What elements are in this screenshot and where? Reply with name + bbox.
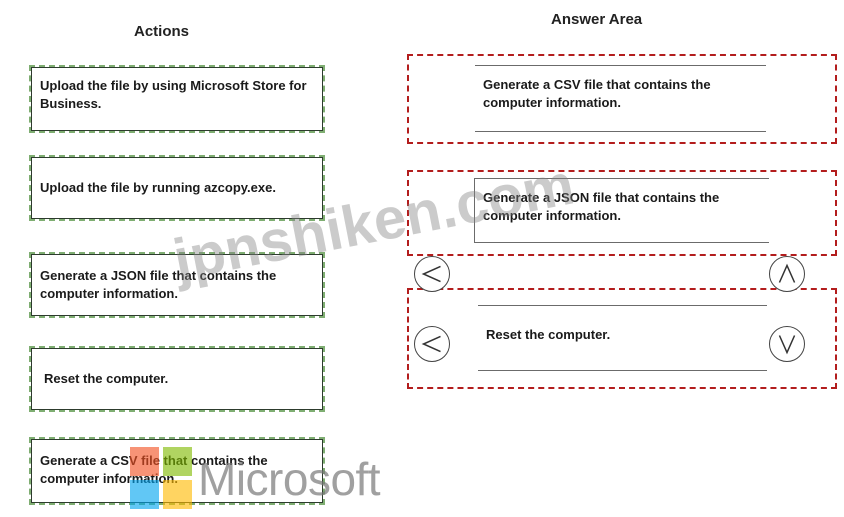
answer-item-generate-csv[interactable]: Generate a CSV file that contains the co…	[475, 65, 766, 132]
chevron-up-icon	[778, 263, 796, 283]
action-item-store-upload[interactable]: Upload the file by using Microsoft Store…	[29, 65, 325, 133]
action-item-label: Reset the computer.	[44, 371, 169, 386]
answer-item-reset[interactable]: Reset the computer.	[478, 305, 767, 371]
answer-area-heading: Answer Area	[551, 11, 643, 28]
action-item-label: Upload the file by using Microsoft Store…	[40, 78, 307, 111]
chevron-left-icon	[421, 335, 441, 353]
answer-item-generate-json[interactable]: Generate a JSON file that contains the c…	[474, 178, 769, 243]
move-left-button[interactable]	[414, 326, 450, 362]
action-item-reset[interactable]: Reset the computer.	[29, 346, 325, 412]
answer-item-label: Generate a CSV file that contains the co…	[483, 77, 711, 110]
answer-item-label: Reset the computer.	[486, 327, 611, 342]
action-item-label: Upload the file by running azcopy.exe.	[40, 180, 276, 195]
answer-item-label: Generate a JSON file that contains the c…	[483, 190, 720, 223]
answer-slot-2[interactable]	[407, 170, 837, 256]
action-item-generate-json[interactable]: Generate a JSON file that contains the c…	[29, 252, 325, 318]
answer-slot-1[interactable]	[407, 54, 837, 144]
chevron-left-icon	[421, 265, 441, 283]
answer-slot-3[interactable]	[407, 288, 837, 389]
action-item-azcopy-upload[interactable]: Upload the file by running azcopy.exe.	[29, 155, 325, 221]
move-left-button-upper[interactable]	[414, 256, 450, 292]
action-item-label: Generate a JSON file that contains the c…	[40, 268, 277, 301]
actions-heading: Actions	[134, 23, 190, 40]
move-up-button[interactable]	[769, 256, 805, 292]
chevron-down-icon	[778, 335, 796, 355]
action-item-label: Generate a CSV file that contains the co…	[40, 453, 268, 486]
move-down-button[interactable]	[769, 326, 805, 362]
action-item-generate-csv[interactable]: Generate a CSV file that contains the co…	[29, 437, 325, 505]
